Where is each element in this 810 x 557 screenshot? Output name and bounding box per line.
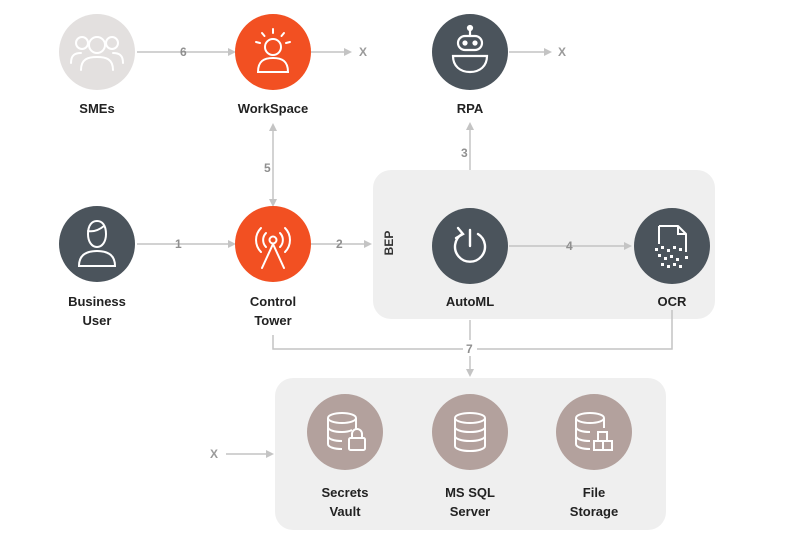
business-user-label-line1: Business bbox=[68, 294, 126, 309]
arrowhead-workspace-x bbox=[344, 48, 352, 56]
database-boxes-icon bbox=[575, 412, 613, 451]
file-storage-circle bbox=[556, 394, 632, 470]
node-control-tower: Control Tower bbox=[235, 206, 311, 328]
node-smes: SMEs bbox=[59, 14, 135, 116]
arrowhead-6 bbox=[228, 48, 236, 56]
ms-sql-label-line2: Server bbox=[450, 504, 490, 519]
users-group-icon bbox=[70, 36, 124, 71]
user-icon bbox=[77, 219, 117, 267]
refresh-cycle-icon bbox=[453, 226, 487, 263]
node-secrets-vault: Secrets Vault bbox=[307, 394, 383, 519]
bep-label: BEP bbox=[382, 231, 396, 256]
secrets-vault-label-line1: Secrets bbox=[322, 485, 369, 500]
file-storage-label-line2: Storage bbox=[570, 504, 618, 519]
scan-document-icon bbox=[655, 225, 688, 268]
node-business-user: Business User bbox=[59, 206, 135, 328]
arrowhead-4 bbox=[624, 242, 632, 250]
ocr-circle bbox=[634, 208, 710, 284]
arrowhead-7 bbox=[466, 369, 474, 377]
arrowhead-5-up bbox=[269, 123, 277, 131]
edge-label-2: 2 bbox=[336, 237, 343, 251]
file-storage-label-line1: File bbox=[583, 485, 605, 500]
edge-label-1: 1 bbox=[175, 237, 182, 251]
smes-label: SMEs bbox=[79, 101, 114, 116]
business-user-circle bbox=[59, 206, 135, 282]
automl-label: AutoML bbox=[446, 294, 494, 309]
x-rpa: X bbox=[558, 45, 566, 59]
node-ms-sql-server: MS SQL Server bbox=[432, 394, 508, 519]
edge-label-3: 3 bbox=[461, 146, 468, 160]
person-sun-icon bbox=[255, 28, 291, 73]
robot-icon bbox=[451, 24, 489, 74]
workspace-circle bbox=[235, 14, 311, 90]
arrowhead-x-storage bbox=[266, 450, 274, 458]
node-workspace: WorkSpace bbox=[235, 14, 311, 116]
x-storage: X bbox=[210, 447, 218, 461]
arrowhead-3 bbox=[466, 122, 474, 130]
business-user-label-line2: User bbox=[83, 313, 112, 328]
arrowhead-1 bbox=[228, 240, 236, 248]
ms-sql-label-line1: MS SQL bbox=[445, 485, 495, 500]
edge-label-7-bg bbox=[463, 340, 477, 356]
database-icon bbox=[454, 412, 486, 453]
control-tower-label-line1: Control bbox=[250, 294, 296, 309]
node-file-storage: File Storage bbox=[556, 394, 632, 519]
node-rpa: RPA bbox=[432, 14, 508, 116]
edge-label-4: 4 bbox=[566, 239, 573, 253]
workspace-label: WorkSpace bbox=[238, 101, 309, 116]
database-lock-icon bbox=[327, 412, 366, 451]
arrowhead-5-down bbox=[269, 199, 277, 207]
edge-label-7: 7 bbox=[466, 342, 473, 356]
edge-label-6: 6 bbox=[180, 45, 187, 59]
secrets-vault-label-line2: Vault bbox=[329, 504, 361, 519]
arrowhead-rpa-x bbox=[544, 48, 552, 56]
arrowhead-2 bbox=[364, 240, 372, 248]
ocr-label: OCR bbox=[658, 294, 688, 309]
rpa-circle bbox=[432, 14, 508, 90]
node-ocr: OCR bbox=[634, 208, 710, 309]
radio-tower-icon bbox=[255, 227, 291, 269]
edge-label-5: 5 bbox=[264, 161, 271, 175]
x-workspace: X bbox=[359, 45, 367, 59]
node-automl: AutoML bbox=[432, 208, 508, 309]
rpa-label: RPA bbox=[457, 101, 484, 116]
control-tower-label-line2: Tower bbox=[254, 313, 291, 328]
